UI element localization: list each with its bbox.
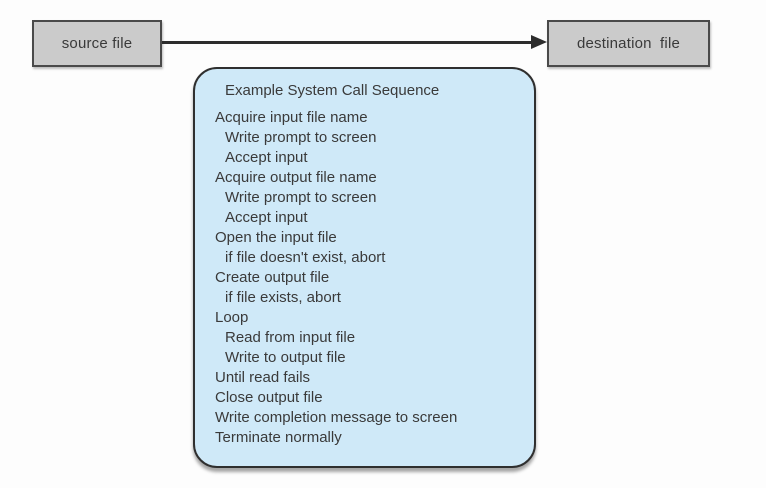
sequence-line: Until read fails <box>215 369 311 386</box>
source-file-label: source file <box>61 35 133 52</box>
sequence-line: Write to output file <box>225 349 346 366</box>
source-file-box: source file <box>32 20 162 67</box>
sequence-line: Acquire input file name <box>215 109 368 126</box>
sequence-line: if file doesn't exist, abort <box>225 249 386 266</box>
sequence-line: Accept input <box>225 149 308 166</box>
sequence-line: if file exists, abort <box>225 289 341 306</box>
sequence-line: Accept input <box>225 209 308 226</box>
sequence-line: Loop <box>215 309 249 326</box>
sequence-line: Open the input file <box>215 229 337 246</box>
arrow-head-icon <box>531 35 547 49</box>
sequence-line: Close output file <box>215 389 323 406</box>
sequence-line: Terminate normally <box>215 429 342 446</box>
system-call-sequence-box: Example System Call Sequence Acquire inp… <box>193 67 536 468</box>
sequence-line: Acquire output file name <box>215 169 377 186</box>
sequence-line: Write prompt to screen <box>225 189 377 206</box>
destination-file-label: destination file <box>576 35 681 52</box>
copy-arrow-line <box>162 41 534 44</box>
sequence-line: Read from input file <box>225 329 356 346</box>
sequence-line: Write completion message to screen <box>215 409 458 426</box>
destination-file-box: destination file <box>547 20 710 67</box>
sequence-title: Example System Call Sequence <box>225 82 440 99</box>
sequence-line: Write prompt to screen <box>225 129 377 146</box>
sequence-line: Create output file <box>215 269 330 286</box>
